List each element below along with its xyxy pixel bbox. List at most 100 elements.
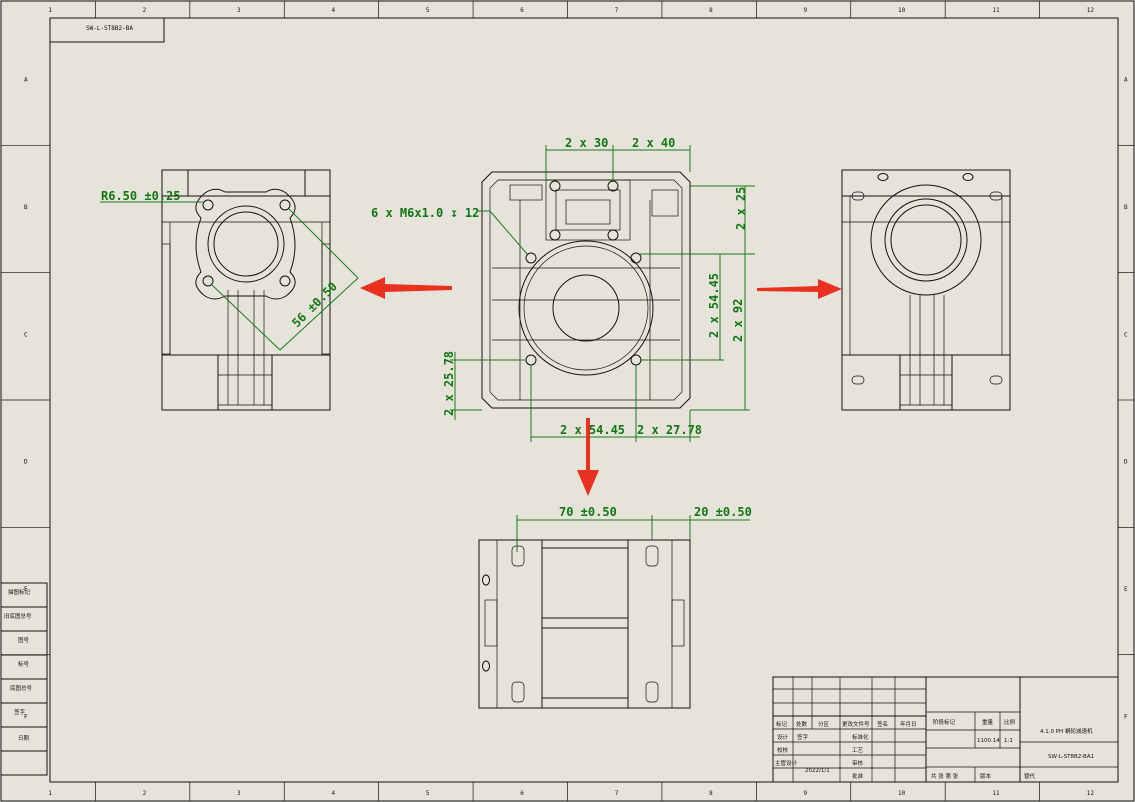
dim-top-2x40: 2 x 40 (632, 136, 675, 150)
dim-bottom-2x5445: 2 x 54.45 (560, 423, 625, 437)
tb-title: 4.1.0 PH 蜗轮减速机 (1040, 727, 1093, 735)
zone-col-label: 12 (1087, 790, 1095, 797)
dim-right-2x25: 2 x 25 (734, 187, 748, 230)
zone-col-label: 9 (804, 7, 808, 14)
dim-left-2x2578: 2 x 25.78 (442, 351, 456, 416)
center-view (481, 171, 691, 409)
zone-row-label: E (1124, 586, 1128, 593)
zone-col-label: 1 (48, 7, 52, 14)
zone-row-label: B (24, 204, 28, 211)
zone-col-label: 2 (143, 7, 147, 14)
zone-col-label: 6 (520, 790, 524, 797)
dim-radius: R6.50 ±0.25 (101, 189, 180, 203)
tb-mid-0: 标准化 (852, 733, 869, 741)
tb-header-4: 签名 (877, 720, 888, 728)
arrow-down-icon (577, 418, 599, 496)
arrow-right-icon (757, 279, 842, 299)
tb-header-0: 标记 (776, 720, 788, 728)
left-side-table: 描图标记 旧底图总号 图号 标号 底图总号 签字 日期 (0, 582, 48, 776)
dim-thread: 6 x M6x1.0 ↧ 12 (371, 206, 479, 220)
tb-stage-2: 比例 (1004, 718, 1016, 726)
code-box (49, 17, 165, 43)
zone-row-label: C (24, 331, 28, 338)
zone-row-label: D (24, 459, 28, 466)
arrow-left-icon (360, 277, 452, 299)
tb-mid-1: 工艺 (852, 747, 864, 754)
tb-header-2: 分区 (818, 720, 830, 728)
zone-col-label: 1 (48, 790, 52, 797)
tb-mid-3: 批准 (852, 772, 864, 780)
tb-row-1: 校核 (777, 746, 789, 754)
left-table-5: 签字 (14, 708, 26, 716)
zone-col-label: 4 (331, 790, 335, 797)
zone-col-label: 3 (237, 7, 241, 14)
left-table-2: 图号 (18, 636, 30, 644)
zone-col-label: 4 (331, 7, 335, 14)
zone-col-label: 9 (804, 790, 808, 797)
zone-col-label: 11 (992, 790, 1000, 797)
view-arrows (360, 277, 842, 496)
zone-row-label: E (24, 586, 28, 593)
zone-col-label: 8 (709, 790, 713, 797)
left-table-0: 描图标记 (8, 588, 31, 596)
tb-row-2: 主管设计 (775, 759, 798, 767)
dim-diag: 56 ±0.50 (289, 279, 340, 330)
zone-col-label: 6 (520, 7, 524, 14)
zone-row-label: F (1124, 713, 1128, 720)
zone-row-label: C (1124, 331, 1128, 338)
dim-width-70: 70 ±0.50 (559, 505, 617, 519)
zone-col-label: 5 (426, 790, 430, 797)
left-table-3: 标号 (18, 660, 30, 668)
zone-col-label: 10 (898, 790, 906, 797)
zone-col-label: 7 (615, 790, 619, 797)
left-view (161, 169, 331, 411)
drawing-code: SW-L-ST8B2-BA (86, 25, 133, 32)
title-block: 标记 处数 分区 更改文件号 签名 年月日 设计 校核 主管设计 签字 2022… (772, 676, 1119, 783)
zone-row-label: A (24, 77, 28, 84)
tb-scale: 1:1 (1004, 738, 1013, 744)
tb-mid-2: 审核 (852, 759, 864, 767)
zone-row-label: B (1124, 204, 1128, 211)
zone-col-label: 8 (709, 7, 713, 14)
tb-stage-1: 重量 (982, 718, 994, 726)
left-view-dims: R6.50 ±0.25 56 ±0.50 (100, 189, 359, 351)
dim-right-2x92: 2 x 92 (731, 299, 745, 342)
center-view-dims: 2 x 30 2 x 40 6 x M6x1.0 ↧ 12 2 x 25 2 x… (371, 136, 755, 442)
dim-bottom-2x2778: 2 x 27.78 (637, 423, 702, 437)
dim-right-2x5445: 2 x 54.45 (707, 273, 721, 338)
zone-col-label: 2 (143, 790, 147, 797)
bottom-view (478, 539, 691, 709)
tb-date: 2022/1/1 (805, 768, 830, 774)
tb-row-0: 设计 (777, 733, 789, 741)
tb-doc-no: SW-L-ST8B2-BA1 (1048, 754, 1094, 760)
left-table-4: 底图总号 (10, 684, 33, 692)
tb-header-5: 年月日 (900, 720, 917, 728)
tb-row-sign: 签字 (797, 733, 809, 741)
zone-row-label: A (1124, 77, 1128, 84)
tb-header-1: 处数 (796, 720, 808, 728)
zone-row-label: D (1124, 459, 1128, 466)
tb-sheet: 共 张 第 张 (931, 772, 959, 780)
bottom-view-dims: 70 ±0.50 20 ±0.50 (516, 505, 752, 552)
right-view (841, 169, 1011, 411)
zone-col-label: 12 (1087, 7, 1095, 14)
zone-col-label: 7 (615, 7, 619, 14)
tb-version: 版本 (980, 772, 992, 780)
left-table-1: 旧底图总号 (4, 612, 32, 620)
tb-replace: 替代 (1024, 772, 1036, 780)
dim-width-20: 20 ±0.50 (694, 505, 752, 519)
zone-col-label: 5 (426, 7, 430, 14)
dim-top-2x30: 2 x 30 (565, 136, 608, 150)
tb-weight: 1100.14 (977, 738, 1000, 744)
zone-col-label: 3 (237, 790, 241, 797)
zone-col-label: 11 (992, 7, 1000, 14)
zone-col-label: 10 (898, 7, 906, 14)
zone-row-label: F (24, 713, 28, 720)
left-table-6: 日期 (18, 735, 30, 742)
tb-stage-0: 阶段标记 (933, 718, 956, 726)
tb-header-3: 更改文件号 (842, 720, 870, 728)
